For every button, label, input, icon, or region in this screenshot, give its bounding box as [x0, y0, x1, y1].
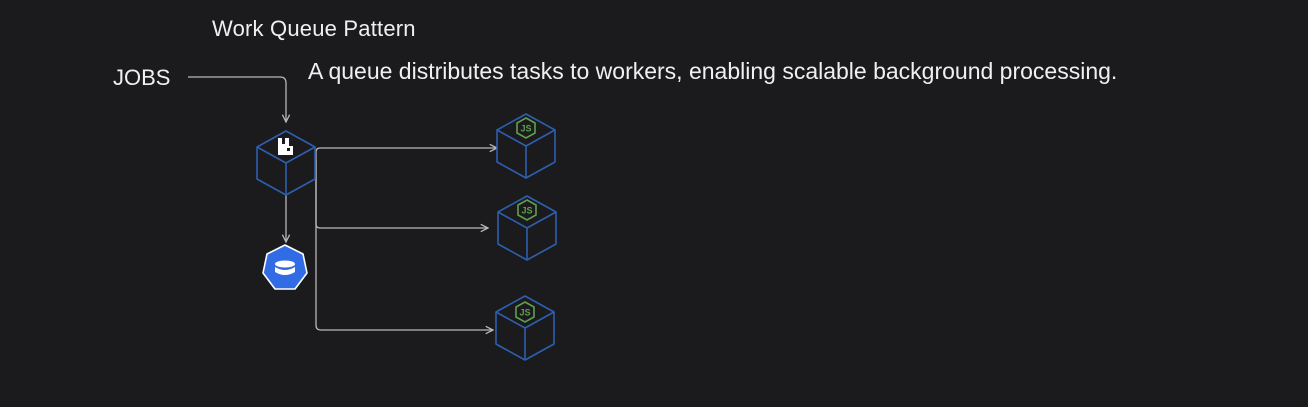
edge-queue-to-worker-1	[315, 148, 497, 160]
jobs-label: JOBS	[113, 65, 171, 90]
nodejs-icon: JS	[515, 301, 535, 323]
worker-node-3: JS	[495, 295, 555, 361]
connectors	[188, 76, 497, 330]
storage-node	[262, 244, 308, 290]
edge-jobs-to-queue	[188, 76, 286, 122]
worker-node-2: JS	[497, 195, 557, 261]
edge-queue-to-worker-2	[315, 160, 488, 228]
svg-text:JS: JS	[520, 124, 531, 134]
database-icon	[275, 260, 295, 275]
diagram-description: A queue distributes tasks to workers, en…	[308, 58, 1118, 84]
nodejs-icon: JS	[517, 199, 537, 221]
rabbitmq-icon	[278, 138, 293, 155]
diagram-title: Work Queue Pattern	[212, 16, 416, 41]
svg-text:JS: JS	[519, 308, 530, 318]
nodejs-icon: JS	[516, 117, 536, 139]
edge-queue-to-worker-3	[315, 160, 493, 330]
svg-text:JS: JS	[521, 206, 532, 216]
queue-node	[256, 130, 316, 196]
worker-node-1: JS	[496, 113, 556, 179]
